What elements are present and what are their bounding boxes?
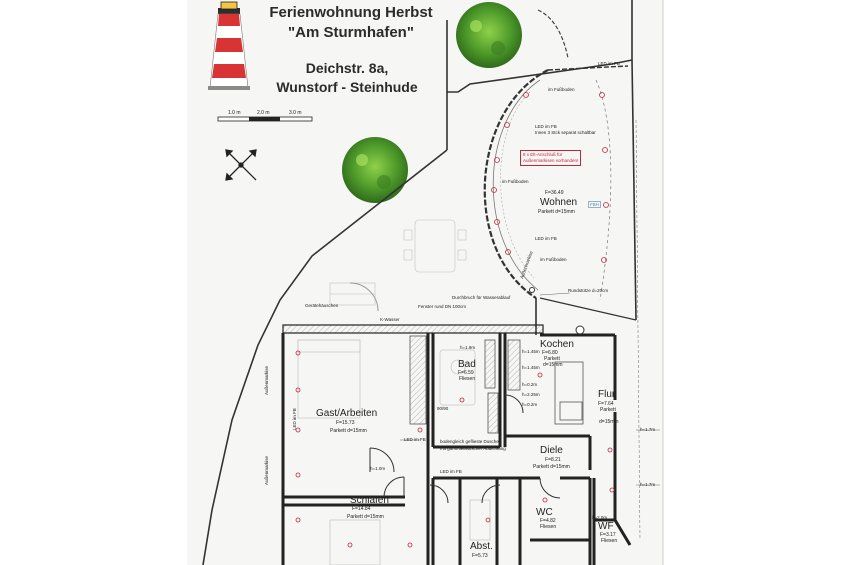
- title-line2: "Am Sturmhafen": [288, 24, 414, 41]
- lighthouse-logo: [208, 1, 250, 90]
- note-red-box: 8 x Elt-Anschluß für Außenmarkisen vorha…: [520, 150, 582, 166]
- living-room-arc: [483, 9, 637, 335]
- room-gast-name: Gast/Arbeiten: [316, 408, 378, 419]
- patio-furniture-sketch: [329, 219, 467, 306]
- room-wohnen-name: Wohnen: [540, 197, 578, 208]
- room-wf-name: WF: [598, 521, 614, 532]
- note-red-line2: Außenmarkisen vorhanden!: [523, 158, 579, 163]
- building-walls: [281, 324, 632, 565]
- room-diele-area: F=8.21: [545, 457, 561, 463]
- note-aussen-2: Außenmarkise: [264, 455, 269, 485]
- address-line2: Wunstorf - Steinhude: [276, 79, 418, 95]
- scale-label-1: 1.0 m: [228, 110, 241, 116]
- note-fussboden-2: im Fußboden: [502, 179, 529, 184]
- note-geraete: Gerätehäuschen: [305, 303, 339, 308]
- floor-plan-sheet: [187, 0, 663, 565]
- room-flur-floor2: d=15mm: [599, 419, 619, 425]
- electrical-markers: [295, 92, 615, 548]
- room-flur-name: Flur: [598, 389, 616, 400]
- note-dusche-2: mit gummielastischer Abdichtung: [440, 446, 506, 451]
- note-h10: h=2.0m: [592, 515, 608, 520]
- note-h6: h=1.9m: [460, 345, 476, 350]
- room-gast-floor: Parkett d=15mm: [330, 428, 367, 434]
- leader-lines: [400, 119, 660, 541]
- note-h7: h=1.0m: [370, 466, 386, 471]
- room-kochen-floor2: d=15mm: [543, 362, 563, 368]
- note-h1: h=1.45m: [522, 349, 540, 354]
- room-schlafen-area: F=14.84: [352, 506, 371, 512]
- note-durchbruch: Durchbruch für Wasserablauf: [452, 295, 511, 300]
- note-h5: h=0.2m: [522, 402, 538, 407]
- room-schlafen-floor: Parkett d=15mm: [347, 514, 384, 520]
- room-diele-floor: Parkett d=15mm: [533, 464, 570, 470]
- property-boundary: [202, 0, 637, 565]
- scale-label-2: 2.0 m: [257, 110, 270, 116]
- room-kochen-name: Kochen: [540, 339, 574, 350]
- note-inner-glass: Innen 3 Stck separat schaltbar: [535, 130, 596, 135]
- room-gast-area: F=15.73: [336, 420, 355, 426]
- room-diele-name: Diele: [540, 445, 563, 456]
- scale-bar: [217, 116, 313, 122]
- title-line1: Ferienwohnung Herbst: [269, 4, 433, 21]
- room-abst-area: F=5.73: [472, 553, 488, 559]
- room-abst-name: Abst.: [470, 541, 493, 552]
- note-led-2: LED im FB: [535, 124, 557, 129]
- note-kwasser: K-Wasser: [380, 317, 400, 322]
- note-h2: h=1.45m: [522, 365, 540, 370]
- furniture-blocks: [409, 335, 584, 434]
- room-bad-area: F=6.59: [458, 370, 474, 376]
- bush-middle: [342, 137, 408, 203]
- room-kochen-area: F=6.80: [542, 350, 558, 356]
- note-h3: h=0.2m: [522, 382, 538, 387]
- room-bad-floor: Fliesen: [459, 376, 476, 382]
- room-wohnen-tag: FBH: [588, 201, 601, 208]
- scale-label-3: 3.0 m: [289, 110, 302, 116]
- room-wohnen-floor: Parkett d=15mm: [538, 209, 575, 215]
- note-led-4: LED im FB: [404, 437, 426, 442]
- room-flur-floor1: Parkett: [600, 407, 616, 413]
- door-swings: [349, 282, 561, 504]
- room-bad-name: Bad: [458, 359, 476, 370]
- room-kochen-floor1: Parkett: [544, 356, 560, 362]
- note-led-1: LED im FB: [598, 61, 620, 66]
- note-fenster: Fenster rund DN 100cm: [418, 304, 467, 309]
- note-dusche-1: bodengleich geflieste Dusche: [440, 439, 499, 444]
- note-led-5: LED im FB: [440, 469, 462, 474]
- room-wohnen-area: F=36.49: [545, 190, 564, 196]
- note-h4: h=2.25m: [522, 392, 540, 397]
- north-arrow-icon: [225, 149, 257, 181]
- note-h8: h=1.7m: [640, 427, 656, 432]
- room-flur-area: F=7.64: [598, 401, 614, 407]
- room-wc-floor: Fliesen: [540, 524, 557, 530]
- note-90-90: 90/90: [437, 406, 449, 411]
- room-schlafen-name: Schlafen: [350, 495, 389, 506]
- note-fussboden-1: im Fußboden: [548, 87, 575, 92]
- note-red-line1: 8 x Elt-Anschluß für: [523, 152, 563, 157]
- note-h9: h=1.7m: [640, 482, 656, 487]
- note-fussboden-3: im Fußboden: [540, 257, 567, 262]
- room-wc-name: WC: [536, 507, 553, 518]
- note-rundstuetze: Rundstütze d=20cm: [568, 288, 609, 293]
- note-led-left: LED im FB: [292, 408, 297, 430]
- note-aussen-1: Außenmarkise: [264, 365, 269, 395]
- address-line1: Deichstr. 8a,: [305, 60, 389, 76]
- bush-top: [456, 2, 522, 68]
- room-wc-area: F=4.82: [540, 518, 556, 524]
- note-led-3: LED im FB: [535, 236, 557, 241]
- column-markers: [529, 287, 585, 335]
- room-furniture-sketch: [297, 339, 491, 565]
- room-wf-area: F=3.17: [600, 532, 616, 538]
- room-wf-floor: Fliesen: [601, 538, 618, 544]
